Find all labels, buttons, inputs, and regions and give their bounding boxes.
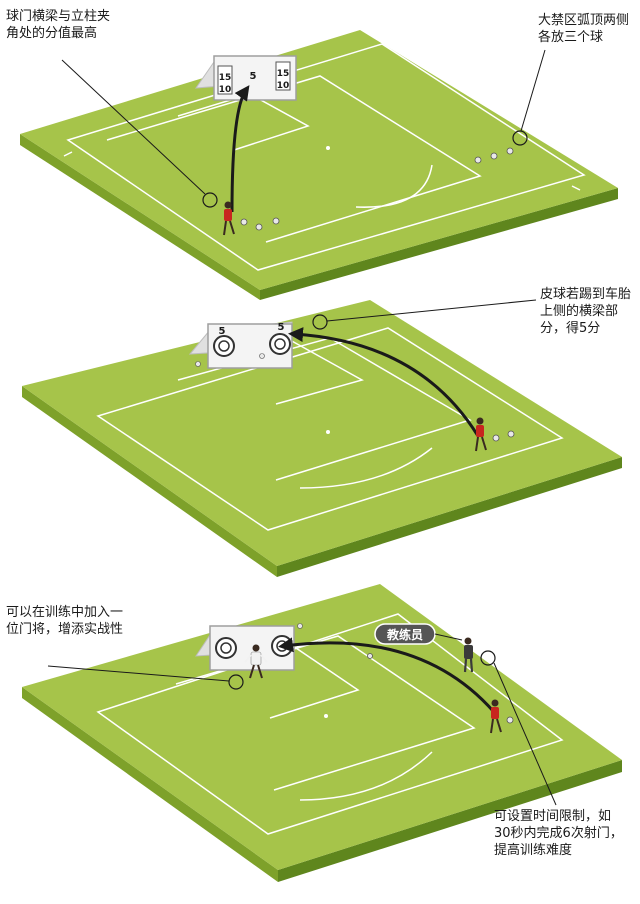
penalty-spot xyxy=(324,714,328,718)
goal-target-2: 5 5 xyxy=(188,321,293,369)
pitch-right-side xyxy=(260,188,618,300)
goal-score-top-right: 15 xyxy=(277,69,290,79)
goal-score-right: 5 xyxy=(278,322,285,333)
ball-group xyxy=(492,430,515,442)
callout-leader-line xyxy=(520,49,546,132)
pitch-left-side xyxy=(22,687,278,882)
callout-tire-crossbar: 皮球若踢到车胎上侧的横梁部分，得5分 xyxy=(540,287,632,336)
coach-figure xyxy=(463,637,474,673)
goal-score-left: 5 xyxy=(219,326,226,337)
pitch-left-side xyxy=(22,386,277,577)
shooter-figure xyxy=(223,201,235,236)
callout-ball-placement: 大禁区弧顶两侧各放三个球 xyxy=(538,13,630,45)
goalkeeper-figure xyxy=(244,644,268,679)
callout-leader-line xyxy=(47,665,230,682)
goal-score-bottom-left: 10 xyxy=(219,85,232,95)
callout-leader-line xyxy=(493,662,557,806)
ball-group xyxy=(367,653,514,724)
pitch-surface xyxy=(20,30,618,290)
pitch-panel-1: 15 10 5 15 10 xyxy=(20,30,618,300)
coach-tag-label: 教练员 xyxy=(386,627,423,642)
ball-trajectory xyxy=(230,85,250,213)
shooter-figure xyxy=(490,699,502,734)
callout-leader-line xyxy=(326,299,537,322)
shooter-figure xyxy=(475,417,487,452)
callout-add-goalkeeper: 可以在训练中加入一位门将，增添实战性 xyxy=(6,605,124,637)
pitch-right-side xyxy=(278,760,622,882)
ball-group xyxy=(240,147,514,231)
goal-score-center: 5 xyxy=(250,71,257,82)
pitch-right-side xyxy=(277,457,622,577)
coach-tag: 教练员 xyxy=(374,623,463,645)
pitch-panel-2: 5 5 xyxy=(22,299,622,577)
goal-target-1: 15 10 5 15 10 xyxy=(194,55,297,101)
target-marker xyxy=(480,650,496,666)
goal-score-top-left: 15 xyxy=(219,73,232,83)
penalty-spot xyxy=(326,146,330,150)
ball-trajectory xyxy=(278,637,496,713)
target-marker xyxy=(202,192,218,208)
callout-crossbar-corner: 球门横梁与立柱夹角处的分值最高 xyxy=(6,9,111,41)
callout-leader-line xyxy=(61,59,206,195)
goal-score-bottom-right: 10 xyxy=(277,81,290,91)
target-marker xyxy=(312,314,328,330)
pitch-panel-3: 教练员 xyxy=(22,584,622,882)
ball-trajectory xyxy=(288,327,480,437)
pitch-left-side xyxy=(20,134,260,300)
penalty-spot xyxy=(326,430,330,434)
target-marker xyxy=(512,130,528,146)
target-marker xyxy=(228,674,244,690)
pitch-surface xyxy=(22,300,622,566)
callout-time-limit: 可设置时间限制，如30秒内完成6次射门，提高训练难度 xyxy=(494,809,623,858)
